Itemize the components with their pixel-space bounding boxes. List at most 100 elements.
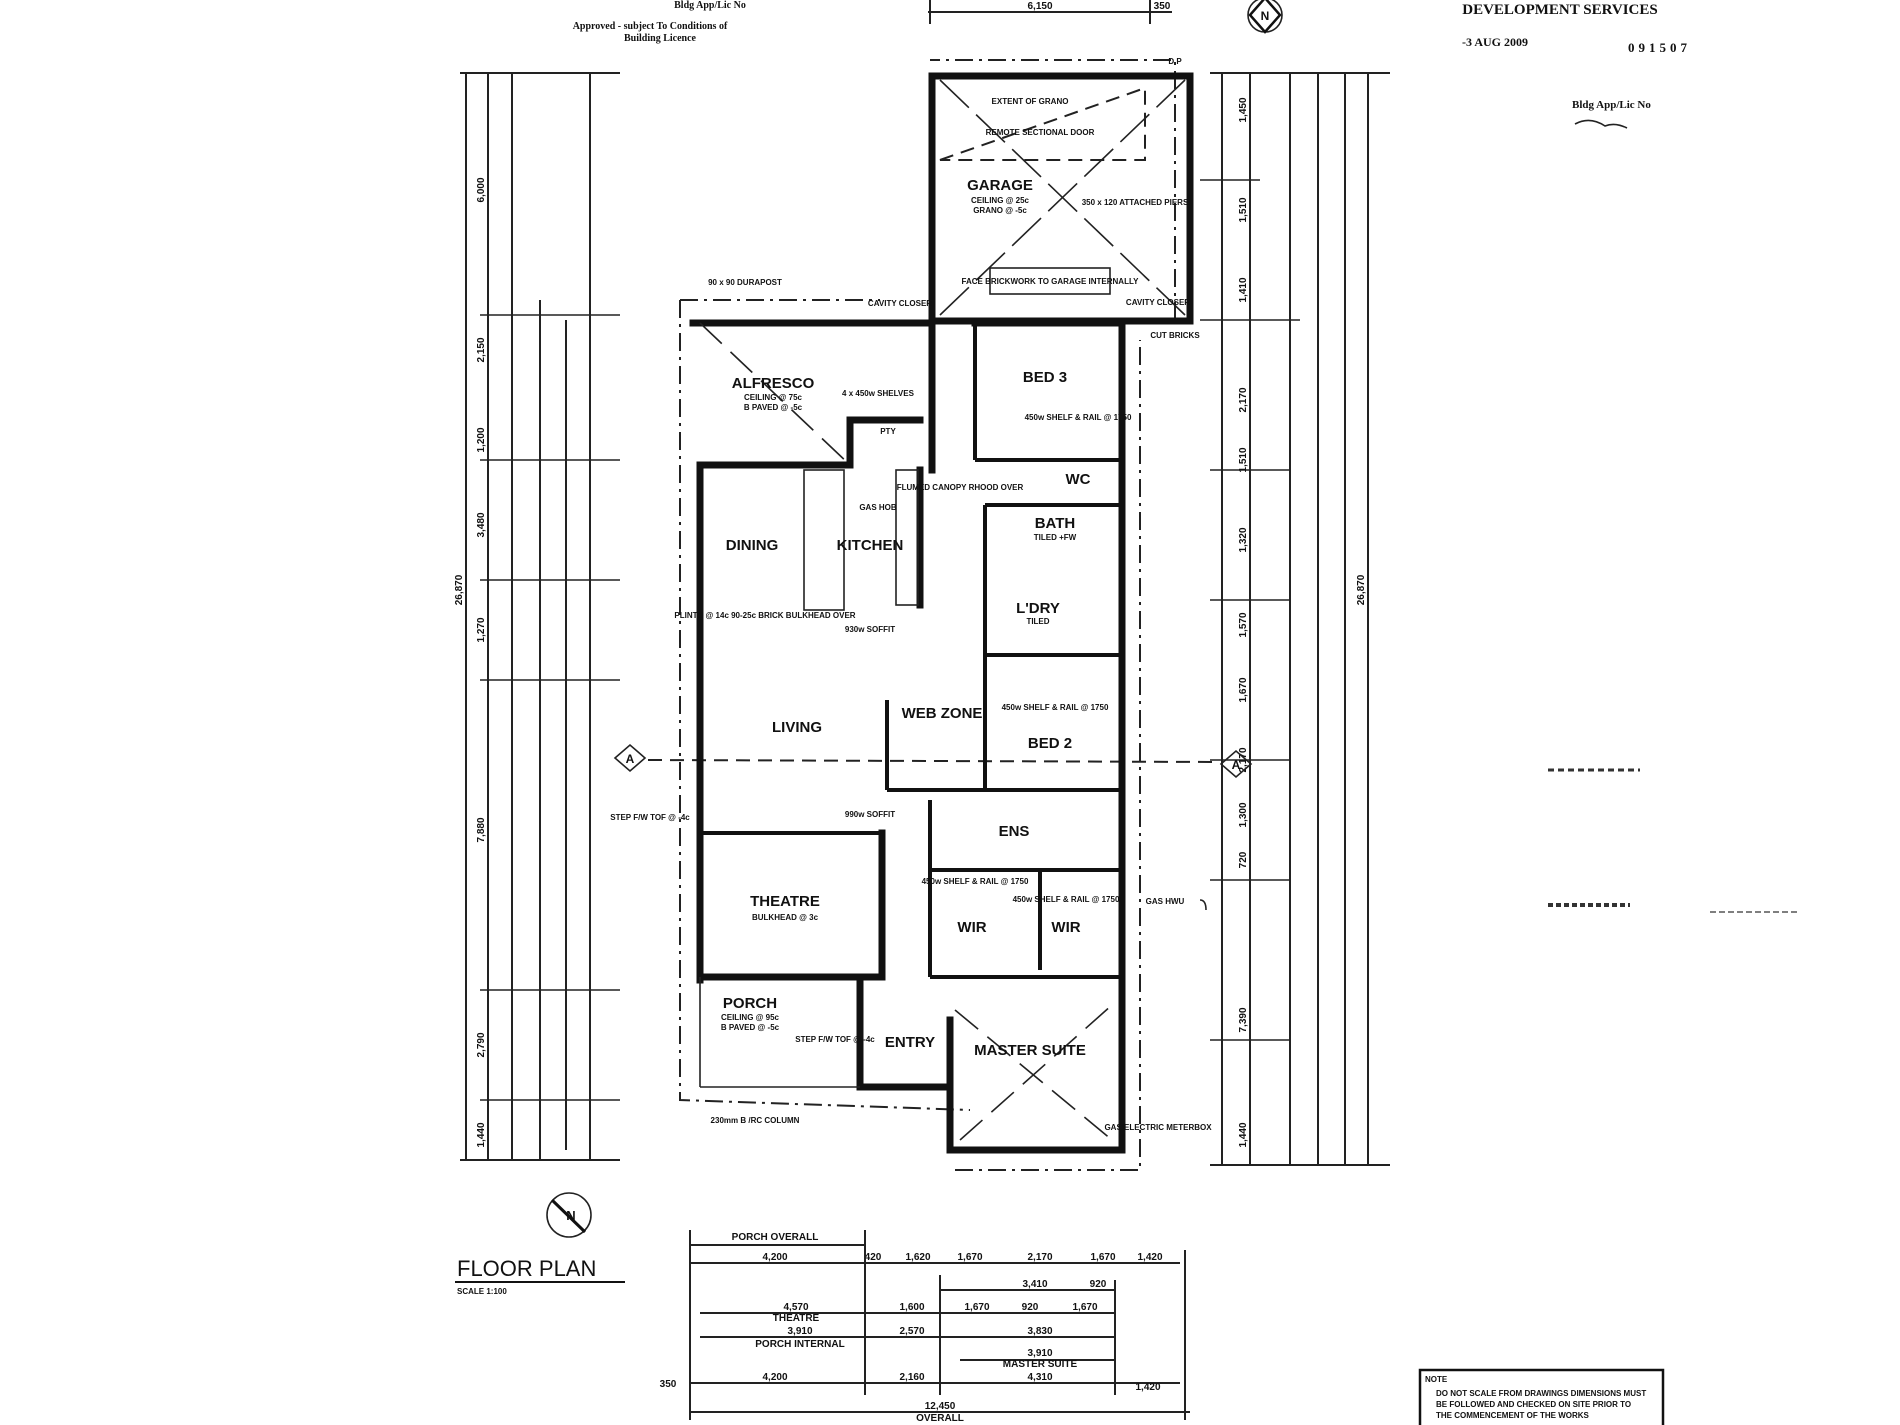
svg-text:1,670: 1,670 bbox=[1072, 1302, 1097, 1313]
svg-text:1,670: 1,670 bbox=[964, 1302, 989, 1313]
svg-text:MASTER SUITE: MASTER SUITE bbox=[1003, 1359, 1078, 1370]
room-dining: DINING bbox=[726, 537, 779, 554]
svg-text:2,570: 2,570 bbox=[899, 1326, 924, 1337]
north-arrow-icon: N bbox=[1247, 0, 1283, 34]
svg-text:THE COMMENCEMENT OF THE WORKS: THE COMMENCEMENT OF THE WORKS bbox=[1436, 1411, 1590, 1420]
room-web-zone: WEB ZONE bbox=[902, 705, 983, 722]
section-marker-left: A bbox=[613, 743, 647, 773]
svg-text:THEATRE: THEATRE bbox=[773, 1313, 820, 1324]
room-theatre: THEATRE bbox=[750, 893, 820, 910]
svg-text:CAVITY CLOSER: CAVITY CLOSER bbox=[1126, 298, 1190, 307]
svg-text:350 x 120 ATTACHED PIERS: 350 x 120 ATTACHED PIERS bbox=[1082, 198, 1189, 207]
svg-text:OVERALL: OVERALL bbox=[916, 1413, 964, 1424]
face-brick-note-box bbox=[989, 267, 1111, 295]
svg-text:CUT BRICKS: CUT BRICKS bbox=[1150, 331, 1200, 340]
svg-text:STEP F/W TOF @ -4c: STEP F/W TOF @ -4c bbox=[610, 813, 690, 822]
svg-text:NOTE: NOTE bbox=[1425, 1375, 1448, 1384]
svg-text:420: 420 bbox=[865, 1252, 882, 1263]
eave-outline bbox=[679, 59, 1176, 1171]
svg-text:450w SHELF & RAIL @ 1750: 450w SHELF & RAIL @ 1750 bbox=[922, 877, 1029, 886]
svg-text:2,170: 2,170 bbox=[1238, 387, 1249, 412]
svg-text:4 x 450w SHELVES: 4 x 450w SHELVES bbox=[842, 389, 915, 398]
room-laundry: L'DRY bbox=[1016, 600, 1060, 617]
svg-text:EXTENT OF GRANO: EXTENT OF GRANO bbox=[992, 97, 1069, 106]
svg-text:TILED: TILED bbox=[1026, 617, 1049, 626]
room-bed-2: BED 2 bbox=[1028, 735, 1072, 752]
sectional-door-outline bbox=[939, 86, 1146, 161]
svg-text:B PAVED @ -5c: B PAVED @ -5c bbox=[721, 1023, 780, 1032]
room-garage: GARAGE bbox=[967, 177, 1033, 194]
kitchen-counter bbox=[895, 469, 919, 606]
svg-text:D P: D P bbox=[1168, 57, 1182, 66]
svg-text:4,310: 4,310 bbox=[1027, 1372, 1052, 1383]
svg-text:1,450: 1,450 bbox=[1238, 97, 1249, 122]
plan-title: FLOOR PLAN bbox=[457, 1256, 596, 1281]
svg-text:1,670: 1,670 bbox=[957, 1252, 982, 1263]
svg-text:3,830: 3,830 bbox=[1027, 1326, 1052, 1337]
svg-text:1,300: 1,300 bbox=[1238, 802, 1249, 827]
approval-line1: Approved - subject To Conditions of bbox=[573, 21, 728, 32]
svg-text:1,670: 1,670 bbox=[1090, 1252, 1115, 1263]
overall-width: 12,450 bbox=[925, 1401, 956, 1412]
north-arrow-icon: N bbox=[546, 1192, 592, 1238]
svg-text:4,200: 4,200 bbox=[762, 1252, 787, 1263]
walls bbox=[689, 72, 1194, 1154]
svg-text:6,000: 6,000 bbox=[476, 177, 487, 202]
svg-text:920: 920 bbox=[1022, 1302, 1039, 1313]
svg-text:CAVITY CLOSER: CAVITY CLOSER bbox=[868, 299, 932, 308]
svg-text:GAS/ELECTRIC METERBOX: GAS/ELECTRIC METERBOX bbox=[1104, 1123, 1212, 1132]
master-diagonals bbox=[954, 1004, 1113, 1141]
svg-text:1,200: 1,200 bbox=[476, 427, 487, 452]
left-dimensions: 26,870 6,000 2,150 1,200 3,480 1,270 7,8… bbox=[454, 72, 620, 1161]
svg-text:B PAVED @ -5c: B PAVED @ -5c bbox=[744, 403, 803, 412]
svg-text:2,170: 2,170 bbox=[1027, 1252, 1052, 1263]
room-wir-2: WIR bbox=[1051, 919, 1080, 936]
svg-text:3,480: 3,480 bbox=[476, 512, 487, 537]
svg-text:90 x 90 DURAPOST: 90 x 90 DURAPOST bbox=[708, 278, 782, 287]
room-alfresco: ALFRESCO bbox=[732, 375, 815, 392]
bottom-dimensions: PORCH OVERALL 4,200 420 1,620 1,670 2,17… bbox=[660, 1230, 1190, 1424]
svg-text:CEILING @ 95c: CEILING @ 95c bbox=[721, 1013, 780, 1022]
svg-text:DO NOT SCALE FROM DRAWINGS DIM: DO NOT SCALE FROM DRAWINGS DIMENSIONS MU… bbox=[1436, 1389, 1646, 1398]
kitchen-bench bbox=[803, 469, 845, 611]
svg-text:BULKHEAD @ 3c: BULKHEAD @ 3c bbox=[752, 913, 819, 922]
svg-text:1,600: 1,600 bbox=[899, 1302, 924, 1313]
svg-text:1,440: 1,440 bbox=[1238, 1122, 1249, 1147]
svg-text:PLINTH @ 14c 90-25c BRICK BULK: PLINTH @ 14c 90-25c BRICK BULKHEAD OVER bbox=[674, 611, 855, 620]
svg-text:STEP F/W TOF @ -4c: STEP F/W TOF @ -4c bbox=[795, 1035, 875, 1044]
stamp-bldg-app: Bldg App/Lic No bbox=[1572, 99, 1651, 111]
svg-text:1,620: 1,620 bbox=[905, 1252, 930, 1263]
svg-text:1,410: 1,410 bbox=[1238, 277, 1249, 302]
svg-text:1,510: 1,510 bbox=[1238, 447, 1249, 472]
stamp-date: -3 AUG 2009 bbox=[1462, 35, 1528, 49]
svg-text:PORCH INTERNAL: PORCH INTERNAL bbox=[755, 1339, 844, 1350]
svg-text:FACE BRICKWORK TO GARAGE INTER: FACE BRICKWORK TO GARAGE INTERNALLY bbox=[962, 277, 1140, 286]
svg-text:CEILING @ 25c: CEILING @ 25c bbox=[971, 196, 1030, 205]
stamp-authority: DEVELOPMENT SERVICES bbox=[1462, 2, 1658, 18]
svg-text:FLUMED CANOPY RHOOD OVER: FLUMED CANOPY RHOOD OVER bbox=[897, 483, 1024, 492]
svg-text:PORCH OVERALL: PORCH OVERALL bbox=[732, 1232, 819, 1243]
room-master-suite: MASTER SUITE bbox=[974, 1042, 1086, 1059]
svg-text:230mm B /RC COLUMN: 230mm B /RC COLUMN bbox=[711, 1116, 800, 1125]
svg-text:TILED +FW: TILED +FW bbox=[1034, 533, 1077, 542]
svg-text:7,390: 7,390 bbox=[1238, 1007, 1249, 1032]
svg-text:2,160: 2,160 bbox=[899, 1372, 924, 1383]
room-ensuite: ENS bbox=[999, 823, 1030, 840]
svg-text:1,270: 1,270 bbox=[476, 617, 487, 642]
alfresco-diagonal bbox=[699, 322, 851, 466]
svg-text:N: N bbox=[1261, 9, 1270, 23]
svg-text:1,440: 1,440 bbox=[476, 1122, 487, 1147]
top-dimension-small: 350 bbox=[1154, 1, 1171, 12]
section-line bbox=[647, 759, 1221, 763]
top-bldg-app: Bldg App/Lic No bbox=[674, 0, 746, 11]
svg-text:1,420: 1,420 bbox=[1137, 1252, 1162, 1263]
svg-text:2,150: 2,150 bbox=[476, 337, 487, 362]
right-overall-dimension: 26,870 bbox=[1356, 574, 1367, 605]
svg-text:720: 720 bbox=[1238, 851, 1249, 868]
note-box: NOTE DO NOT SCALE FROM DRAWINGS DIMENSIO… bbox=[1418, 1368, 1665, 1425]
section-marker-right: A bbox=[1219, 749, 1253, 779]
room-bath: BATH bbox=[1035, 515, 1076, 532]
svg-text:450w SHELF & RAIL @ 1750: 450w SHELF & RAIL @ 1750 bbox=[1025, 413, 1132, 422]
right-dimensions: 26,870 1,450 1,510 1,410 2,170 1,510 1,3… bbox=[1200, 72, 1390, 1166]
